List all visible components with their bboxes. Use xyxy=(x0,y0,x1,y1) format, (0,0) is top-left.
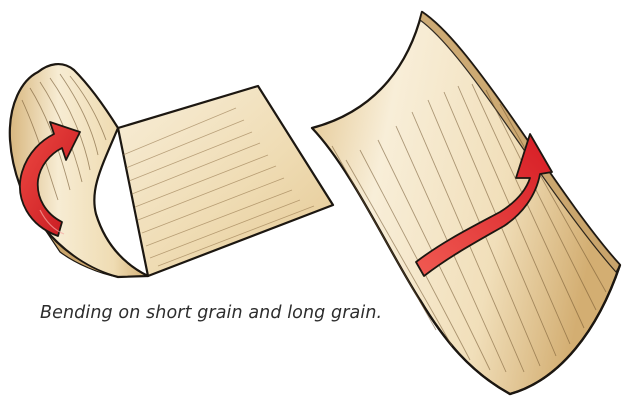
long-grain-bend-figure xyxy=(310,10,622,396)
curl-underside xyxy=(43,227,119,278)
flat-grain-lines xyxy=(122,107,315,267)
flat-sheet xyxy=(116,84,335,278)
trough-right-edge xyxy=(419,11,621,274)
curl-inner-edge xyxy=(95,213,149,277)
curved-arrow-red-right xyxy=(415,133,553,277)
figure-caption: Bending on short grain and long grain. xyxy=(40,303,383,323)
trough-bottom-edge xyxy=(419,264,622,396)
curved-arrow-red-left xyxy=(19,121,81,237)
short-grain-bend-figure xyxy=(8,63,335,279)
